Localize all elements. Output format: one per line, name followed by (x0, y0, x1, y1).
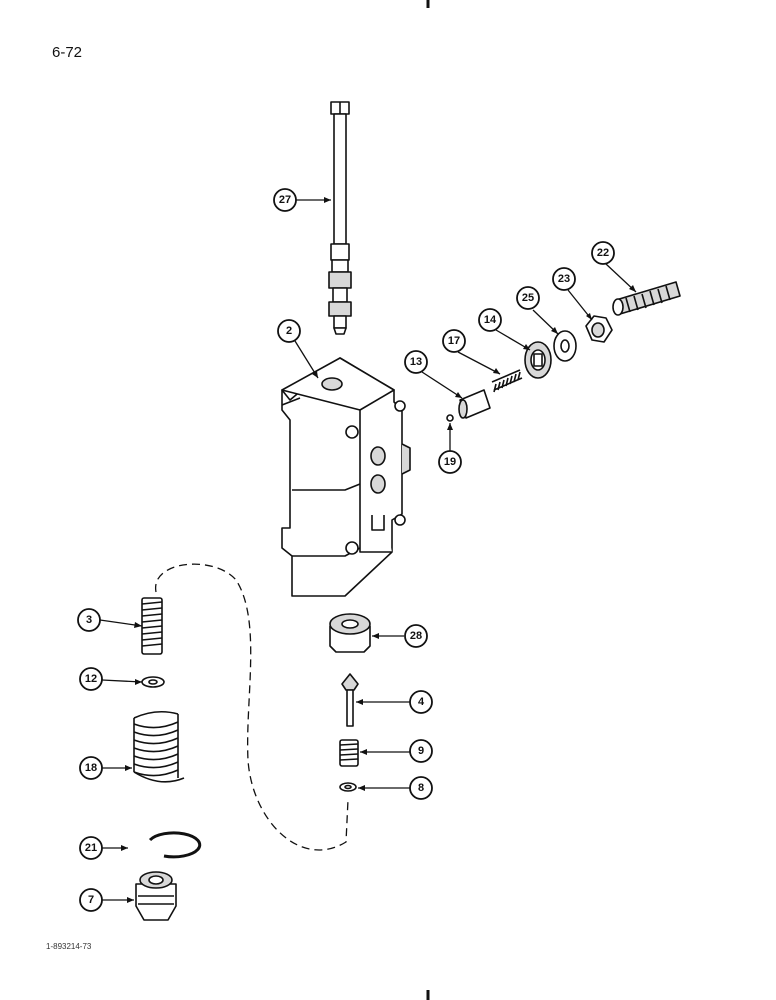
svg-text:17: 17 (448, 335, 460, 347)
svg-text:14: 14 (484, 314, 497, 326)
callout-12: 12 (79, 667, 103, 691)
callout-28: 28 (404, 624, 428, 648)
washer-25-part (553, 330, 577, 362)
leader-14 (495, 329, 531, 351)
spring-9-part (339, 739, 359, 767)
callout-13: 13 (404, 350, 428, 374)
svg-text:27: 27 (279, 194, 291, 206)
svg-text:2: 2 (286, 325, 292, 337)
callout-27: 27 (273, 188, 297, 212)
svg-text:22: 22 (597, 247, 609, 259)
callout-7: 7 (79, 888, 103, 912)
fitting-part (329, 613, 371, 653)
poppet-part (341, 673, 359, 727)
svg-text:3: 3 (86, 614, 92, 626)
leader-17 (457, 351, 501, 375)
seal-washer-part (524, 341, 552, 379)
svg-text:7: 7 (88, 894, 94, 906)
svg-text:8: 8 (418, 782, 424, 794)
spring-18-part (133, 710, 185, 783)
svg-text:12: 12 (85, 673, 97, 685)
svg-text:23: 23 (558, 273, 570, 285)
leader-2 (294, 340, 319, 379)
snap-ring-part (148, 831, 202, 859)
plunger-part (458, 389, 491, 419)
svg-text:18: 18 (85, 762, 97, 774)
callout-8: 8 (409, 776, 433, 800)
svg-text:25: 25 (522, 292, 534, 304)
callout-3: 3 (77, 608, 101, 632)
svg-text:19: 19 (444, 456, 456, 468)
washer-8-part (339, 782, 357, 792)
svg-text:28: 28 (410, 630, 422, 642)
spring-3-part (141, 597, 163, 655)
svg-text:13: 13 (410, 356, 422, 368)
figure-code: 1-893214-73 (46, 942, 92, 951)
callout-21: 21 (79, 836, 103, 860)
adjusting-screw-part (612, 281, 681, 316)
callout-25: 25 (516, 286, 540, 310)
spring-17-part (491, 369, 523, 393)
callout-9: 9 (409, 739, 433, 763)
leader-13 (421, 371, 463, 399)
page-number: 6-72 (52, 44, 83, 61)
callout-19: 19 (438, 450, 462, 474)
callout-18: 18 (79, 756, 103, 780)
callout-23: 23 (552, 267, 576, 291)
ball-part (446, 414, 454, 422)
svg-text:4: 4 (418, 696, 425, 708)
callout-14: 14 (478, 308, 502, 332)
callout-17: 17 (442, 329, 466, 353)
assembly-path-dashed (155, 563, 349, 851)
washer-12-part (141, 676, 165, 688)
callout-22: 22 (591, 241, 615, 265)
plug-part (135, 871, 177, 921)
svg-text:9: 9 (418, 745, 424, 757)
callout-4: 4 (409, 690, 433, 714)
spool-part (328, 101, 352, 335)
svg-text:21: 21 (85, 842, 97, 854)
valve-body-part (281, 357, 411, 597)
callout-2: 2 (277, 319, 301, 343)
hex-nut-part (585, 315, 613, 343)
